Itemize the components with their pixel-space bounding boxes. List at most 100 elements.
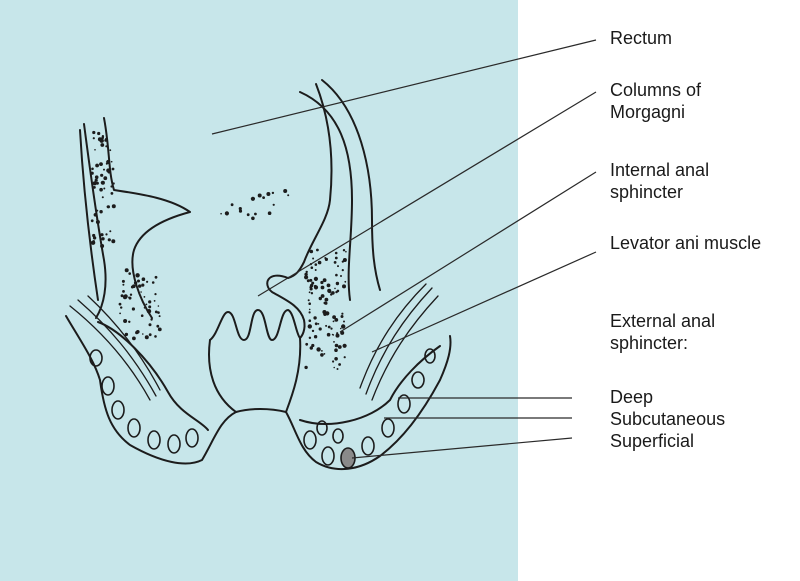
stipple-dot xyxy=(111,192,114,195)
stipple-dot xyxy=(308,302,311,305)
stipple-dot xyxy=(148,300,151,303)
stipple-dot xyxy=(99,188,103,192)
stipple-dot xyxy=(132,337,136,341)
stipple-dot xyxy=(266,192,270,196)
stipple-dot xyxy=(312,258,314,260)
stipple-dot xyxy=(335,274,338,277)
stipple-dot xyxy=(325,298,329,302)
stipple-dot xyxy=(149,333,152,336)
stipple-dot xyxy=(315,322,318,325)
stipple-dot xyxy=(144,296,146,298)
stipple-dot xyxy=(332,360,334,362)
stipple-dot xyxy=(93,236,96,239)
stipple-dot xyxy=(96,210,98,212)
stipple-dot xyxy=(157,311,160,314)
stipple-dot xyxy=(340,328,342,330)
stipple-dot xyxy=(154,300,156,302)
stipple-dot xyxy=(101,182,103,184)
stipple-dot xyxy=(320,353,324,357)
stipple-dot xyxy=(100,174,103,177)
stipple-dot xyxy=(111,239,115,243)
stipple-dot xyxy=(103,176,107,180)
stipple-dot xyxy=(335,252,338,255)
label-rectum: Rectum xyxy=(610,27,672,49)
stipple-dot xyxy=(319,327,322,330)
stipple-dot xyxy=(332,334,334,336)
stipple-dot xyxy=(314,285,318,289)
stipple-dot xyxy=(335,257,338,260)
stipple-dot xyxy=(98,137,102,141)
stipple-dot xyxy=(307,279,310,282)
stipple-dot xyxy=(106,168,110,172)
stipple-dot xyxy=(100,143,104,147)
label-deep: Deep xyxy=(610,386,653,408)
stipple-dot xyxy=(158,328,162,332)
stipple-dot xyxy=(324,302,327,305)
stipple-dot xyxy=(149,323,152,326)
stipple-dot xyxy=(95,179,98,182)
stipple-dot xyxy=(341,313,343,315)
stipple-dot xyxy=(304,275,308,279)
stipple-dot xyxy=(125,333,128,336)
stipple-dot xyxy=(314,335,317,338)
stipple-dot xyxy=(119,313,121,315)
stipple-dot xyxy=(333,367,335,369)
stipple-dot xyxy=(99,162,103,166)
label-subcutaneous: Subcutaneous xyxy=(610,408,725,430)
stipple-dot xyxy=(96,218,98,220)
stipple-dot xyxy=(343,249,345,251)
stipple-dot xyxy=(154,293,156,295)
stipple-dot xyxy=(320,281,323,284)
stipple-dot xyxy=(91,168,94,171)
stipple-dot xyxy=(343,344,347,348)
stipple-dot xyxy=(309,291,311,293)
stipple-dot xyxy=(137,280,140,283)
stipple-dot xyxy=(91,172,94,175)
stipple-dot xyxy=(138,284,141,287)
stipple-dot xyxy=(344,356,346,358)
stipple-dot xyxy=(319,297,322,300)
stipple-dot xyxy=(324,257,326,259)
stipple-dot xyxy=(335,291,337,293)
stipple-dot xyxy=(310,284,313,287)
stipple-dot xyxy=(318,323,320,325)
stipple-dot xyxy=(128,297,130,299)
stipple-dot xyxy=(95,175,99,179)
stipple-dot xyxy=(315,269,317,271)
stipple-dot xyxy=(106,160,110,164)
stipple-dot xyxy=(334,348,338,352)
stipple-dot xyxy=(309,337,311,339)
stipple-dot xyxy=(254,213,257,216)
stipple-dot xyxy=(251,217,255,221)
stipple-dot xyxy=(283,189,287,193)
stipple-dot xyxy=(144,307,146,309)
stipple-dot xyxy=(96,220,100,224)
stipple-dot xyxy=(156,325,159,328)
stipple-dot xyxy=(112,204,116,208)
label-columns-of-morgagni: Columns of Morgagni xyxy=(610,79,701,123)
stipple-dot xyxy=(323,278,327,282)
stipple-dot xyxy=(331,291,335,295)
stipple-dot xyxy=(124,294,128,298)
stipple-dot xyxy=(272,192,274,194)
stipple-dot xyxy=(337,265,339,267)
stipple-dot xyxy=(145,335,149,339)
stipple-dot xyxy=(338,363,341,366)
stipple-dot xyxy=(158,305,160,307)
stipple-dot xyxy=(101,237,104,240)
stipple-dot xyxy=(315,263,318,266)
stipple-dot xyxy=(336,334,340,338)
stipple-dot xyxy=(111,161,113,163)
stipple-dot xyxy=(95,164,99,168)
stipple-dot xyxy=(321,286,325,290)
stipple-dot xyxy=(311,266,314,269)
stipple-dot xyxy=(327,333,331,337)
stipple-dot xyxy=(109,230,111,232)
stipple-dot xyxy=(147,309,151,313)
stipple-dot xyxy=(333,341,335,343)
stipple-dot xyxy=(103,188,105,190)
stipple-dot xyxy=(105,233,107,235)
stipple-dot xyxy=(309,309,311,311)
stipple-dot xyxy=(146,281,148,283)
